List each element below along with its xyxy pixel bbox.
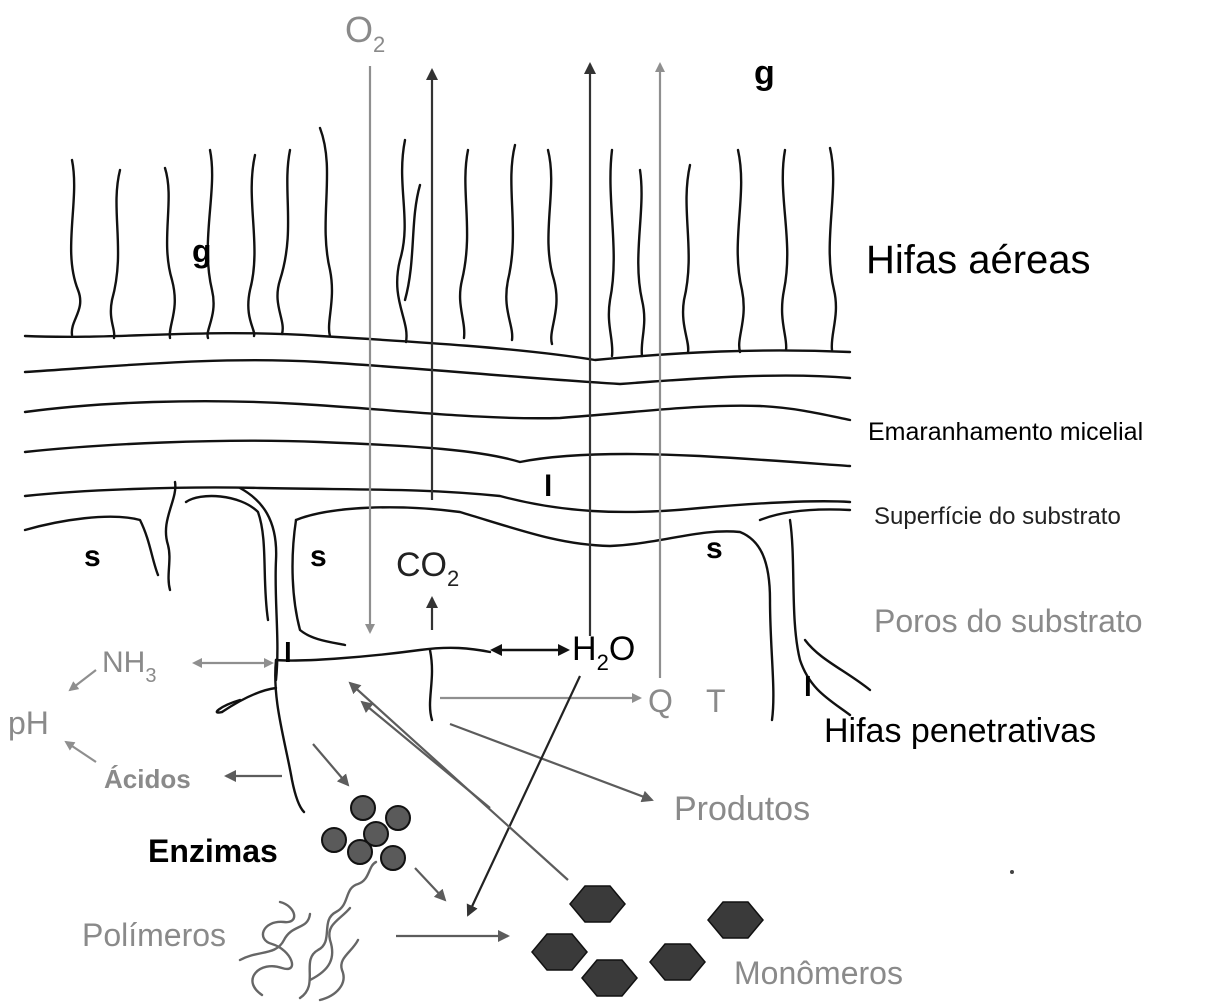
- nh3-to-ph-arrow: [70, 670, 96, 690]
- enzyme-circle: [381, 846, 405, 870]
- enzyme-circle: [348, 840, 372, 864]
- enzymes-cluster: [322, 796, 410, 870]
- l-label-right: l: [804, 671, 812, 702]
- h2o-hydrolysis-arrow: [468, 676, 580, 915]
- monomer-uptake-arrow-2: [362, 702, 490, 808]
- q-label: Q: [648, 683, 673, 719]
- enzyme-circle: [322, 828, 346, 852]
- s-label-left: s: [84, 540, 101, 573]
- mycelial-mat: [25, 333, 850, 512]
- h2o-label: H2O: [572, 630, 635, 675]
- penetrative-hyphae: [222, 648, 490, 812]
- nh3-label: NH3: [102, 646, 156, 687]
- stray-dot: [1010, 870, 1014, 874]
- ph-label: pH: [8, 705, 49, 741]
- t-label: T: [706, 683, 726, 719]
- g-label-left: g: [192, 233, 212, 269]
- g-label-top: g: [754, 54, 775, 92]
- co2-label: CO2: [396, 546, 459, 591]
- monomer-hexagon: [650, 944, 705, 980]
- superficie-label: Superfície do substrato: [874, 503, 1121, 530]
- emaranhamento-label: Emaranhamento micelial: [868, 418, 1143, 446]
- s-label-right: s: [706, 532, 723, 565]
- l-label-center: l: [284, 637, 292, 668]
- enzyme-circle: [386, 806, 410, 830]
- monomer-hexagon: [708, 902, 763, 938]
- produtos-label: Produtos: [674, 790, 810, 828]
- o2-label: O2: [345, 9, 385, 57]
- polymers-cluster: [240, 862, 376, 1000]
- enzimas-label: Enzimas: [148, 833, 278, 869]
- monomer-hexagon: [570, 886, 625, 922]
- poros-label: Poros do substrato: [874, 603, 1143, 639]
- enzimas-to-monomers-arrow: [415, 868, 445, 900]
- monomeros-label: Monômeros: [734, 955, 903, 991]
- enzimas-arrow: [313, 744, 348, 785]
- s-label-mid: s: [310, 540, 327, 573]
- hifas-aereas-label: Hifas aéreas: [866, 238, 1091, 282]
- monomers-cluster: [532, 886, 763, 996]
- acidos-to-ph-arrow: [66, 742, 96, 762]
- enzyme-circle: [351, 796, 375, 820]
- monomer-hexagon: [582, 960, 637, 996]
- aerial-hyphae: [71, 128, 836, 356]
- l-label-mycelial: l: [544, 470, 552, 503]
- acidos-label: Ácidos: [104, 764, 191, 794]
- monomer-hexagon: [532, 934, 587, 970]
- hifas-penetrativas-label: Hifas penetrativas: [824, 712, 1096, 750]
- polimeros-label: Polímeros: [82, 917, 226, 953]
